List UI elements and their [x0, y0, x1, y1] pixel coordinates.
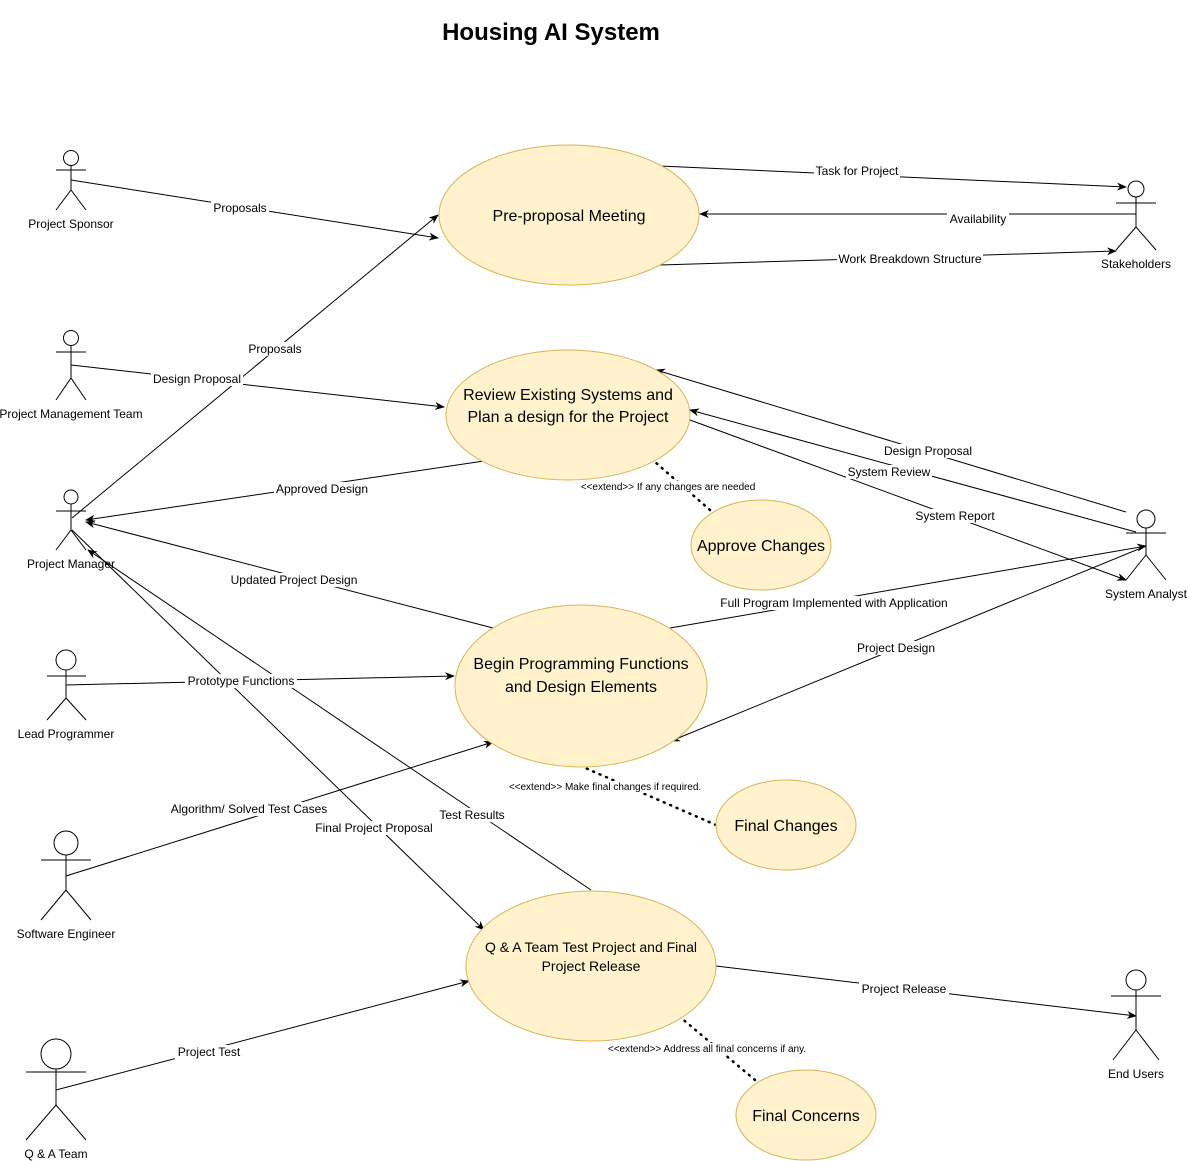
use-case-label: Q & A Team Test Project and Final [485, 939, 697, 955]
actor-system-analyst[interactable]: System Analyst [1105, 509, 1188, 601]
actor-lead-programmer[interactable]: Lead Programmer [18, 649, 115, 741]
edge-design-proposal-sa [655, 368, 1127, 513]
label-prototype-functions: Prototype Functions [188, 674, 295, 688]
actor-label: Project Management Team [0, 407, 143, 421]
use-case-pre-proposal[interactable]: Pre-proposal Meeting [438, 144, 700, 286]
actor-label: Project Sponsor [28, 217, 113, 231]
label-approved-design: Approved Design [276, 482, 368, 496]
actor-project-manager[interactable]: Project Manager [27, 489, 115, 571]
label-sponsor-proposals: Proposals [213, 201, 266, 215]
actor-project-sponsor[interactable]: Project Sponsor [28, 150, 114, 232]
actor-software-engineer[interactable]: Software Engineer [17, 830, 116, 941]
label-project-release: Project Release [862, 982, 947, 996]
label-project-test: Project Test [178, 1045, 241, 1059]
diagram-title: Housing AI System [442, 19, 660, 46]
use-case-final-concerns[interactable]: Final Concerns [735, 1069, 877, 1161]
actor-label: System Analyst [1105, 587, 1188, 601]
use-case-label: Plan a design for the Project [467, 409, 669, 426]
use-case-label: Pre-proposal Meeting [493, 208, 646, 225]
use-case-label: Approve Changes [697, 538, 825, 555]
label-system-review: System Review [848, 465, 931, 479]
use-case-label: Final Changes [734, 818, 837, 835]
actor-label: End Users [1108, 1067, 1164, 1081]
actor-project-management-team[interactable]: Project Management Team [0, 330, 143, 422]
actor-qa-team[interactable]: Q & A Team [24, 1038, 88, 1161]
actor-stakeholders[interactable]: Stakeholders [1101, 180, 1171, 271]
label-system-report: System Report [915, 509, 995, 523]
use-case-label: Project Release [542, 958, 641, 974]
actor-label: Stakeholders [1101, 257, 1171, 271]
use-case-review-existing-systems[interactable]: Review Existing Systems and Plan a desig… [445, 349, 691, 481]
label-design-proposal-pmt: Design Proposal [153, 372, 241, 386]
label-extend-final-changes: <<extend>> Make final changes if require… [509, 782, 701, 793]
use-case-label: Begin Programming Functions [473, 656, 688, 673]
edge-labels: Proposals Proposals Task for Project Ava… [151, 164, 1009, 1059]
edge-full-program [669, 543, 1147, 629]
label-full-program: Full Program Implemented with Applicatio… [720, 596, 947, 610]
label-updated-project-design: Updated Project Design [231, 573, 358, 587]
actor-label: Lead Programmer [18, 727, 115, 741]
label-project-design: Project Design [857, 641, 935, 655]
edge-final-project-proposal [71, 529, 485, 931]
label-availability: Availability [950, 212, 1006, 226]
label-manager-proposals: Proposals [248, 342, 301, 356]
edge-project-test [55, 979, 470, 1091]
edge-system-report [689, 419, 1127, 581]
label-final-project-proposal: Final Project Proposal [315, 821, 432, 835]
label-task-for-project: Task for Project [816, 164, 899, 178]
edge-extend-final-changes [581, 765, 718, 827]
actor-end-users[interactable]: End Users [1108, 969, 1164, 1081]
actor-label: Software Engineer [17, 927, 116, 941]
actor-label: Project Manager [27, 557, 115, 571]
label-extend-final-concerns: <<extend>> Address all final concerns if… [608, 1044, 806, 1055]
label-work-breakdown: Work Breakdown Structure [838, 252, 981, 266]
label-design-proposal-sa: Design Proposal [884, 444, 972, 458]
use-case-final-changes[interactable]: Final Changes [715, 779, 857, 871]
actor-label: Q & A Team [24, 1147, 87, 1161]
edge-test-results [87, 549, 592, 891]
use-case-label: Final Concerns [752, 1108, 860, 1125]
use-case-begin-programming[interactable]: Begin Programming Functions and Design E… [454, 604, 708, 768]
edge-design-proposal-pmt [70, 364, 445, 410]
use-case-approve-changes[interactable]: Approve Changes [690, 499, 832, 591]
use-case-label: and Design Elements [505, 679, 657, 696]
edge-manager-proposals [71, 214, 439, 519]
label-extend-approve: <<extend>> If any changes are needed [581, 482, 756, 493]
label-algorithm: Algorithm/ Solved Test Cases [171, 802, 328, 816]
use-case-qa-release[interactable]: Q & A Team Test Project and Final Projec… [465, 890, 717, 1042]
use-case-label: Review Existing Systems and [463, 387, 673, 404]
label-test-results: Test Results [439, 808, 504, 822]
